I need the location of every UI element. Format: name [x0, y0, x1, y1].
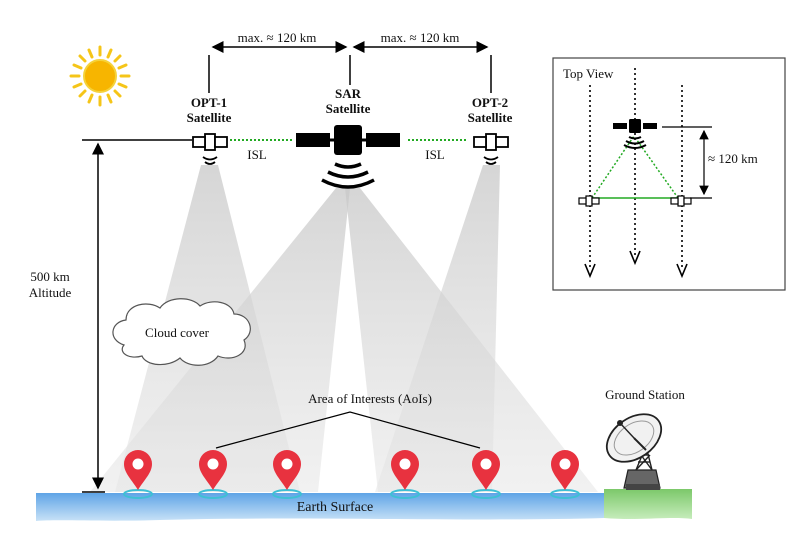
- sar-satellite-icon: [296, 125, 400, 189]
- sar-label-line2: Satellite: [326, 101, 371, 116]
- opt2-satellite-icon: [473, 133, 509, 165]
- cloud-label: Cloud cover: [145, 325, 210, 340]
- top-view-spacing: ≈ 120 km: [708, 151, 758, 166]
- opt1-label-line2: Satellite: [187, 110, 232, 125]
- location-pin-icon: [123, 450, 153, 499]
- dish-antenna-icon: [605, 413, 663, 490]
- top-view-panel: Top View: [552, 57, 786, 291]
- aoi-pointer-lines: [215, 411, 481, 449]
- sar-label-line1: SAR: [335, 86, 362, 101]
- opt2-label-line2: Satellite: [468, 110, 513, 125]
- top-view-opt1-icon: [578, 195, 600, 207]
- altitude-dimension: [82, 139, 192, 493]
- altitude-label: Altitude: [29, 285, 72, 300]
- aoi-pins: [123, 450, 580, 499]
- top-view-sar-icon: [613, 119, 657, 149]
- top-view-opt2-icon: [670, 195, 692, 207]
- spacing-label-right: max. ≈ 120 km: [381, 30, 460, 45]
- location-pin-icon: [272, 450, 302, 499]
- opt1-satellite-icon: [192, 133, 228, 165]
- spacing-dimensions: [208, 41, 492, 93]
- opt2-beam: [375, 165, 500, 492]
- top-view-title: Top View: [563, 66, 614, 81]
- opt2-label-line1: OPT-2: [472, 95, 508, 110]
- ground-station-land: [604, 489, 692, 519]
- location-pin-icon: [390, 450, 420, 499]
- altitude-value: 500 km: [30, 269, 69, 284]
- isl-label-left: ISL: [247, 147, 267, 162]
- cloud-icon: [112, 298, 251, 366]
- earth-surface: Earth Surface: [36, 489, 692, 521]
- aoi-label: Area of Interests (AoIs): [308, 391, 432, 406]
- location-pin-icon: [471, 450, 501, 499]
- isl-label-right: ISL: [425, 147, 445, 162]
- opt1-label-line1: OPT-1: [191, 95, 227, 110]
- location-pin-icon: [198, 450, 228, 499]
- spacing-label-left: max. ≈ 120 km: [238, 30, 317, 45]
- sun-icon: [69, 45, 131, 107]
- ground-station-label: Ground Station: [605, 387, 685, 402]
- earth-surface-label: Earth Surface: [297, 500, 374, 515]
- location-pin-icon: [550, 450, 580, 499]
